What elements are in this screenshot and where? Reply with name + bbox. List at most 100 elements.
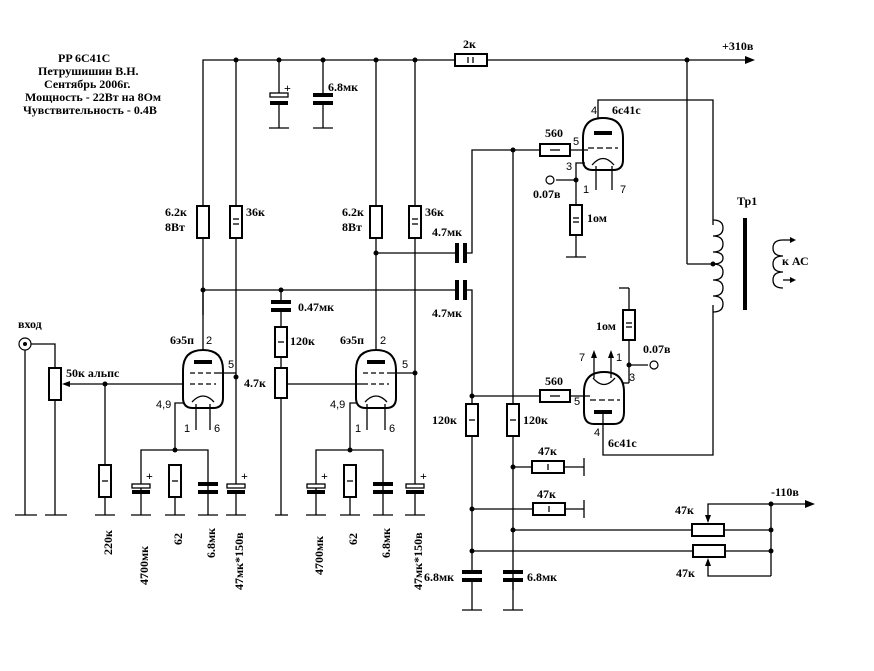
feedback-res-label: 120к	[290, 334, 315, 348]
title-line-1: PP 6C41C	[58, 51, 110, 65]
cathode-res1-label: 62	[171, 533, 185, 545]
grid-stop-top-label: 560	[545, 126, 563, 140]
test-voltage-bottom-label: 0.07в	[643, 342, 671, 356]
cathode-cap1-label: 4700мк	[137, 546, 151, 585]
grid-res-47-bottom-label: 47к	[537, 487, 556, 501]
svg-text:7: 7	[620, 184, 626, 196]
feedback-cap-label: 0.47мк	[298, 300, 334, 314]
stage2-cathode-network: + + 4700мк 62 6.8мк 47мк*150в	[306, 447, 427, 590]
output-tube-bottom: 1ом 0.07в 7 1 3 5 4 6с41с 560	[469, 287, 714, 456]
bias-cap-right-label: 6.8мк	[527, 570, 557, 584]
grid-res-47-top-label: 47к	[538, 444, 557, 458]
stage2-resistors: 6.2к 8Вт 36к	[342, 60, 444, 485]
svg-text:+: +	[241, 469, 248, 483]
speaker-output-label: к АС	[782, 254, 809, 268]
stage1-resistors: 6.2к 8Вт 36к	[165, 60, 265, 485]
driver2-type: 6э5п	[340, 333, 364, 347]
svg-text:1: 1	[355, 423, 361, 435]
svg-text:1: 1	[184, 423, 190, 435]
svg-text:5: 5	[574, 396, 580, 408]
anode-res2-power: 8Вт	[342, 220, 362, 234]
test-voltage-top-label: 0.07в	[533, 187, 561, 201]
svg-text:+: +	[146, 469, 153, 483]
output-top-type: 6с41с	[612, 103, 641, 117]
bias-pot-bottom-label: 47к	[676, 566, 695, 580]
svg-text:3: 3	[629, 372, 635, 384]
supply-positive-label: +310в	[722, 39, 754, 53]
svg-text:5: 5	[228, 359, 234, 371]
test-point-top-icon[interactable]	[545, 175, 555, 185]
supply-cap-label: 6.8мк	[328, 80, 358, 94]
svg-text:4: 4	[591, 105, 597, 117]
b-plus-rail: 2к +310в	[202, 37, 755, 315]
arrow-icon	[805, 500, 815, 508]
input-label: вход	[18, 317, 42, 331]
bias-cap-left-label: 6.8мк	[424, 570, 454, 584]
driver-tube-1: 6э5п 2 5 4,9 1 6	[156, 290, 239, 450]
svg-text:6: 6	[389, 423, 395, 435]
bias-pot-top-label: 47к	[675, 503, 694, 517]
anode-res2-value: 6.2к	[342, 205, 364, 219]
cathode-cap2-label: 4700мк	[312, 536, 326, 575]
resistor-2k	[454, 53, 488, 67]
anode-res1-power: 8Вт	[165, 220, 185, 234]
svg-text:2: 2	[380, 335, 386, 347]
screen-cap2-label: 47мк*150в	[411, 532, 425, 590]
svg-text:4: 4	[594, 427, 600, 439]
driver1-type: 6э5п	[170, 333, 194, 347]
title-line-2: Петрушишин В.Н.	[38, 64, 139, 78]
title-block: PP 6C41C Петрушишин В.Н. Сентябрь 2006г.…	[23, 51, 161, 117]
bias-network: 120к 120к 47к 47к 47к 47к	[424, 150, 815, 611]
stage1-cathode-network: + + 4700мк 62 6.8мк 47мк*150в	[131, 447, 248, 590]
svg-text:5: 5	[402, 359, 408, 371]
grid-stop-bottom-label: 560	[545, 374, 563, 388]
svg-text:4,9: 4,9	[156, 399, 171, 411]
output-bottom-type: 6с41с	[608, 436, 637, 450]
coupling-caps: 4.7мк 4.7мк	[200, 149, 545, 550]
title-line-3: Сентябрь 2006г.	[44, 77, 130, 91]
cathode-sense-bottom-label: 1ом	[596, 319, 616, 333]
volume-pot-label: 50к альпс	[66, 366, 120, 380]
svg-text:4,9: 4,9	[330, 399, 345, 411]
resistor-2k-label: 2к	[463, 37, 476, 51]
driver-tube-2: 6э5п 2 5 4,9 1 6	[287, 333, 418, 450]
coupling-cap-bottom-label: 4.7мк	[432, 306, 462, 320]
title-line-4: Мощность - 22Вт на 8Ом	[25, 90, 161, 104]
screen-cap1-label: 47мк*150в	[232, 532, 246, 590]
svg-text:7: 7	[579, 352, 585, 364]
cathode-res2-label: 62	[346, 533, 360, 545]
svg-text:+: +	[284, 81, 291, 95]
svg-text:6: 6	[214, 423, 220, 435]
svg-text:5: 5	[573, 136, 579, 148]
input-section: вход 50к альпс 220к	[15, 317, 188, 555]
test-point-bottom-icon[interactable]	[649, 360, 659, 370]
svg-text:2: 2	[206, 335, 212, 347]
svg-text:+: +	[321, 469, 328, 483]
feedback-network: 0.47мк 120к 4.7к	[244, 290, 334, 516]
cathode-sense-top-label: 1ом	[587, 211, 607, 225]
arrow-icon	[745, 56, 755, 64]
volume-pot[interactable]	[48, 367, 62, 401]
transformer-label: Тр1	[737, 194, 757, 208]
feedback-pot-label: 4.7к	[244, 376, 266, 390]
title-line-5: Чувствительность - 0.4В	[23, 103, 157, 117]
output-tube-top: 6с41с 4 5 3 1 7 560 0.07в 1ом	[510, 99, 714, 258]
svg-text:1: 1	[583, 184, 589, 196]
supply-caps: + 6.8мк	[269, 60, 358, 129]
screen-res2-label: 36к	[425, 205, 444, 219]
svg-text:+: +	[420, 469, 427, 483]
grid-leak-left-label: 120к	[432, 413, 457, 427]
cathode-bypass1-label: 6.8мк	[204, 528, 218, 558]
cathode-bypass2-label: 6.8мк	[379, 528, 393, 558]
coupling-cap-top-label: 4.7мк	[432, 225, 462, 239]
bias-pot-bottom[interactable]	[692, 544, 726, 558]
grid-res-in-label: 220к	[101, 530, 115, 555]
bias-pot-top[interactable]	[691, 523, 725, 537]
svg-text:3: 3	[566, 161, 572, 173]
output-transformer: Тр1 к АС	[686, 60, 809, 313]
anode-res1-value: 6.2к	[165, 205, 187, 219]
grid-leak-right-label: 120к	[523, 413, 548, 427]
supply-negative-label: -110в	[771, 485, 799, 499]
svg-text:1: 1	[616, 352, 622, 364]
